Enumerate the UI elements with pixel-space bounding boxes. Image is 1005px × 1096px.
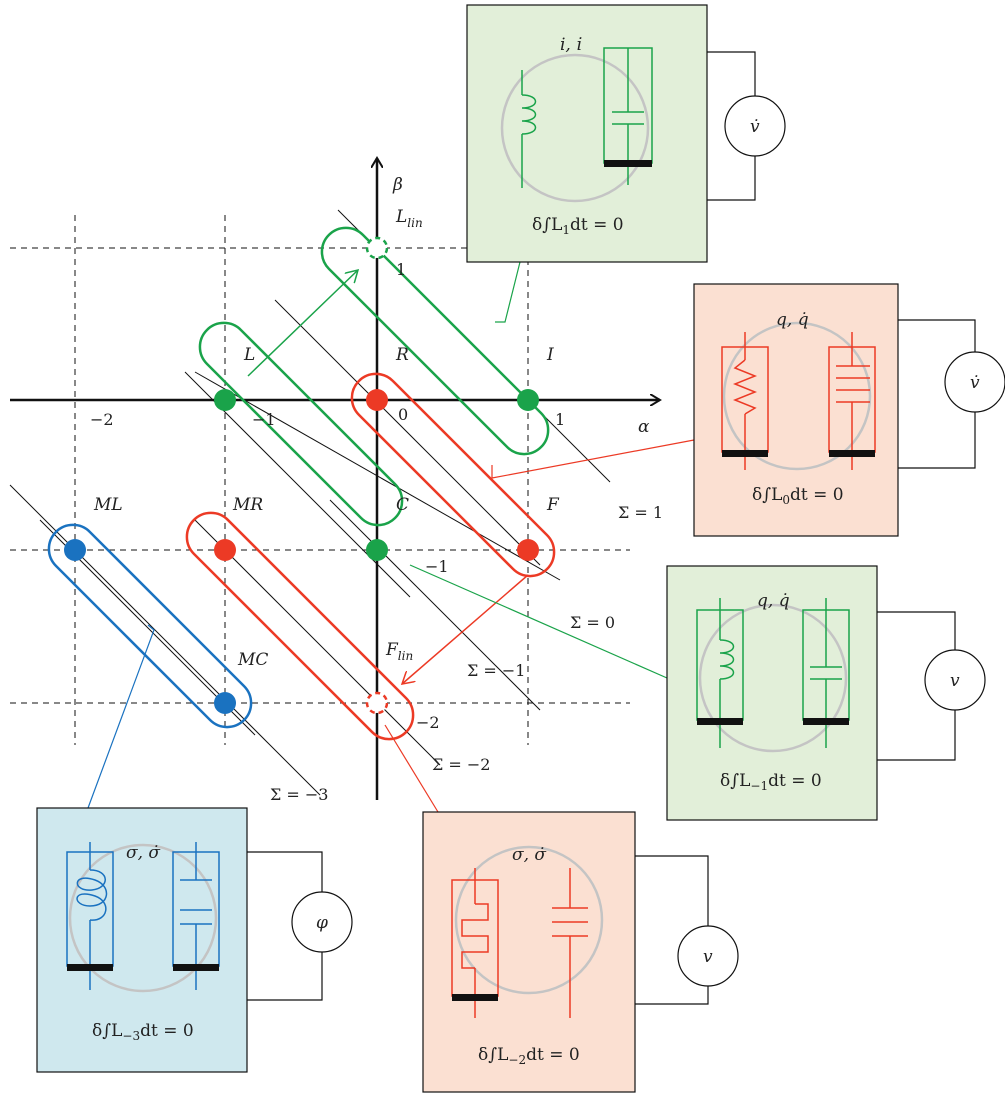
capsule-L-C: [198, 321, 404, 527]
panel-L0-var: q, q̇: [776, 310, 809, 330]
label-Flin: Flin: [385, 640, 413, 663]
node-ML: [64, 539, 86, 561]
label-F: F: [546, 495, 560, 515]
label-ML: ML: [93, 495, 123, 515]
node-C: [366, 539, 388, 561]
tick-m1: −1: [252, 410, 276, 429]
label-R: R: [395, 345, 409, 365]
label-MR: MR: [232, 495, 263, 515]
panel-L1: v̇ i, i̇ δ∫L1dt = 0: [466, 4, 786, 263]
tick-m1y: −1: [425, 557, 449, 576]
connector-Lm3: [87, 624, 155, 809]
beta-label: β: [392, 175, 403, 195]
panel-L0-formula: δ∫L0dt = 0: [752, 485, 844, 507]
label-L: L: [243, 345, 255, 365]
label-MC: MC: [237, 650, 268, 670]
label-C: C: [396, 495, 409, 515]
panel-L0-source: v̇: [970, 373, 980, 393]
panel-Lm2-source: v: [703, 947, 713, 967]
tick-p1y: 1: [396, 260, 406, 279]
panel-L1-formula: δ∫L1dt = 0: [532, 215, 624, 237]
panel-Lm1-source: v: [950, 671, 960, 691]
tick-m2y: −2: [416, 713, 440, 732]
node-MC: [214, 692, 236, 714]
capsule-Llin-I: [320, 226, 550, 456]
tick-zero: 0: [398, 405, 408, 424]
panel-Lm1-formula: δ∫L−1dt = 0: [720, 771, 822, 793]
node-R: [366, 389, 388, 411]
label-I: I: [546, 345, 554, 365]
panel-Lm1: v q, q̇ δ∫L−1dt = 0: [666, 565, 986, 821]
connector-Lm1: [409, 564, 668, 679]
tick-p1x: 1: [555, 410, 565, 429]
sum-label-0: Σ = 0: [570, 613, 615, 632]
node-F: [517, 539, 539, 561]
sum-label-m1: Σ = −1: [467, 661, 525, 680]
sum-label-m3: Σ = −3: [270, 785, 328, 804]
connector-L0: [491, 439, 695, 479]
alpha-label: α: [638, 417, 650, 437]
node-Llin: [365, 236, 389, 260]
grid-lines: [10, 215, 630, 745]
panel-Lm2: v σ, σ̇ δ∫L−2dt = 0: [422, 811, 739, 1093]
connector-Lm2: [384, 724, 439, 813]
connector-L1: [495, 261, 521, 323]
sum-label-1: Σ = 1: [618, 503, 663, 522]
panel-Lm3: φ σ, σ̇ δ∫L−3dt = 0: [36, 807, 353, 1073]
tick-m2: −2: [90, 410, 114, 429]
node-Flin: [365, 691, 389, 715]
panel-Lm2-formula: δ∫L−2dt = 0: [478, 1045, 580, 1067]
panel-L1-var: i, i̇: [560, 35, 582, 55]
panel-Lm2-var: σ, σ̇: [512, 845, 546, 865]
arrow-F-to-Flin: [402, 574, 529, 684]
sum-label-m2: Σ = −2: [432, 755, 490, 774]
capsule-ML-MC: [47, 523, 253, 729]
panel-Lm3-source: φ: [316, 913, 328, 933]
label-Llin: Llin: [395, 207, 423, 230]
capsule-MR-Flin: [185, 511, 415, 741]
capsule-R-F: [350, 372, 556, 578]
node-MR: [214, 539, 236, 561]
node-L: [214, 389, 236, 411]
node-I: [517, 389, 539, 411]
panel-Lm3-formula: δ∫L−3dt = 0: [92, 1021, 194, 1043]
panel-L1-source: v̇: [750, 117, 760, 137]
panel-L0: v̇ q, q̇ δ∫L0dt = 0: [693, 283, 1005, 537]
panel-Lm3-var: σ, σ̇: [126, 843, 160, 863]
panel-Lm1-var: q, q̇: [757, 591, 790, 611]
arrow-L-to-Llin: [247, 270, 358, 377]
